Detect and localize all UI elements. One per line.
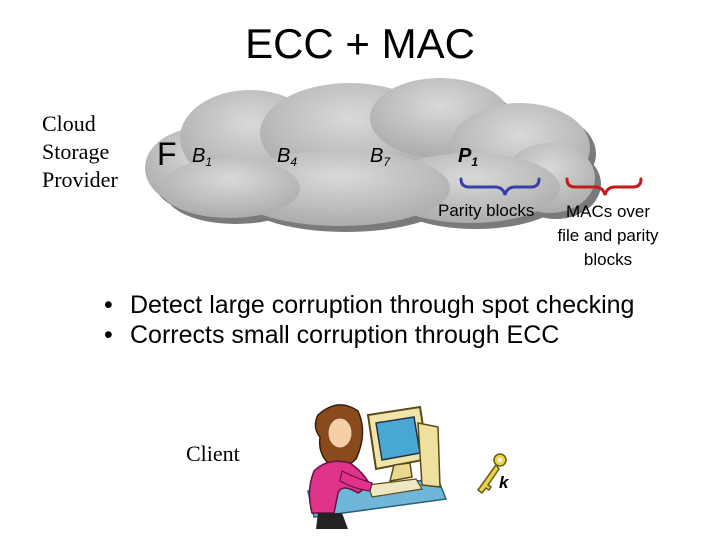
provider-label-line: Provider bbox=[42, 167, 118, 192]
provider-label-line: Cloud bbox=[42, 111, 96, 136]
macs-label-line: blocks bbox=[583, 250, 633, 269]
bullet-item: Detect large corruption through spot che… bbox=[104, 290, 684, 320]
client-label: Client bbox=[186, 441, 240, 466]
macs-label-line: file and parity bbox=[557, 226, 659, 245]
parity-blocks-label: Parity blocks bbox=[438, 201, 535, 220]
cloud-storage-provider-label: Cloud Storage Provider bbox=[42, 110, 152, 194]
provider-label-line: Storage bbox=[42, 139, 110, 164]
block-index: 1 bbox=[471, 155, 479, 169]
bullet-list: Detect large corruption through spot che… bbox=[104, 290, 684, 350]
client-computer-icon bbox=[307, 404, 448, 529]
block-letter: P bbox=[458, 145, 472, 167]
data-block-b7: B7 bbox=[370, 144, 390, 174]
block-index: 1 bbox=[205, 155, 213, 169]
macs-brace bbox=[565, 177, 643, 196]
macs-label-line: MACs over bbox=[565, 202, 651, 221]
key-label: k bbox=[499, 473, 509, 492]
block-letter: B bbox=[277, 145, 291, 167]
block-letter: B bbox=[370, 145, 384, 167]
cloud-icon bbox=[145, 78, 601, 232]
bullet-item: Corrects small corruption through ECC bbox=[104, 320, 684, 350]
braces bbox=[459, 177, 643, 196]
file-label: F bbox=[157, 136, 177, 172]
parity-brace bbox=[459, 177, 541, 196]
block-index: 4 bbox=[290, 155, 298, 169]
cloud-body bbox=[145, 78, 595, 226]
slide-title: ECC + MAC bbox=[245, 20, 475, 67]
data-block-b4: B4 bbox=[277, 144, 297, 174]
key-icon bbox=[476, 453, 507, 495]
block-index: 7 bbox=[383, 155, 391, 169]
block-letter: B bbox=[192, 145, 206, 167]
macs-label: MACs over file and parity blocks bbox=[538, 200, 678, 272]
data-block-b1: B1 bbox=[192, 144, 212, 174]
parity-block-p1: P1 bbox=[458, 144, 478, 174]
